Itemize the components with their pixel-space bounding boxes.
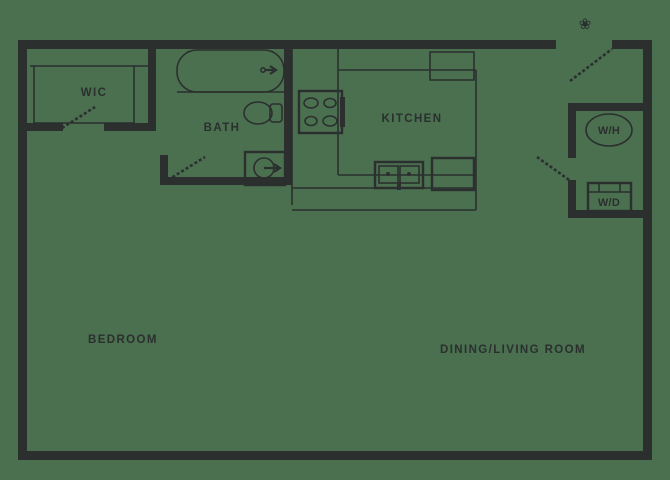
north-marker-icon: ❀ (579, 15, 592, 33)
refrigerator (430, 156, 476, 192)
room-kitchen: KITCHEN (291, 49, 477, 211)
range-burner-2 (323, 97, 337, 109)
window-2 (298, 453, 453, 457)
window-3 (463, 453, 611, 457)
wall-top (18, 40, 556, 49)
washer-dryer-controls (598, 183, 621, 192)
room-wic: WIC (18, 49, 156, 131)
range-burner-4 (322, 115, 338, 127)
wall-bath-bottom (160, 177, 292, 185)
bathtub-drain (259, 67, 266, 74)
wall-laundry-left-lower (568, 180, 576, 218)
window-1 (133, 453, 288, 457)
room-label-bedroom: BEDROOM (88, 334, 158, 346)
window-mullion-2 (453, 451, 463, 460)
room-label-living: DINING/LIVING ROOM (440, 344, 586, 356)
laundry-door-swing (536, 155, 573, 184)
wall-bath-left-stub (160, 155, 168, 185)
washer-dryer-label: W/D (598, 197, 620, 209)
wall-laundry-left-upper (568, 103, 576, 158)
toilet-tank (269, 103, 283, 123)
water-heater-symbol (585, 113, 633, 147)
range-burner-3 (304, 115, 318, 127)
entry-door-swing (569, 47, 613, 83)
wall-right (643, 40, 652, 460)
toilet-bowl (243, 101, 273, 125)
sink-faucet (397, 182, 401, 190)
wall-laundry-top (568, 103, 652, 111)
room-label-kitchen: KITCHEN (382, 113, 443, 125)
upper-cabinet (429, 51, 475, 81)
bath-door-swing (167, 155, 206, 182)
exterior-walls (18, 40, 652, 460)
room-bath: BATH (160, 49, 292, 187)
wall-top-right (612, 40, 652, 49)
sink-basin-right (399, 165, 420, 184)
sink-basin-left (378, 165, 399, 184)
wall-bath-right (284, 49, 292, 185)
range-burner-1 (303, 97, 319, 109)
wall-wic-bottom-left (18, 123, 63, 131)
sink-drain-left (386, 172, 390, 176)
sink-drain-right (407, 172, 411, 176)
wall-wic-right (148, 49, 156, 131)
bath-vanity (243, 150, 287, 187)
washer-dryer-symbol (586, 181, 633, 213)
bathtub-faucet-icon (265, 65, 278, 75)
wall-laundry-bottom (568, 210, 652, 218)
wic-door-swing (61, 105, 96, 130)
room-label-wic: WIC (81, 87, 108, 99)
window-mullion-1 (288, 451, 298, 460)
room-label-bath: BATH (204, 122, 241, 134)
kitchen-range (297, 89, 344, 135)
wall-left (18, 40, 27, 460)
wall-wic-bottom-right (104, 123, 156, 131)
bath-sink-faucet-icon (264, 163, 282, 173)
window-group (133, 451, 611, 460)
entry-laundry-area: W/H W/D (536, 47, 652, 218)
range-handle (340, 97, 345, 127)
water-heater-label: W/H (598, 125, 620, 137)
